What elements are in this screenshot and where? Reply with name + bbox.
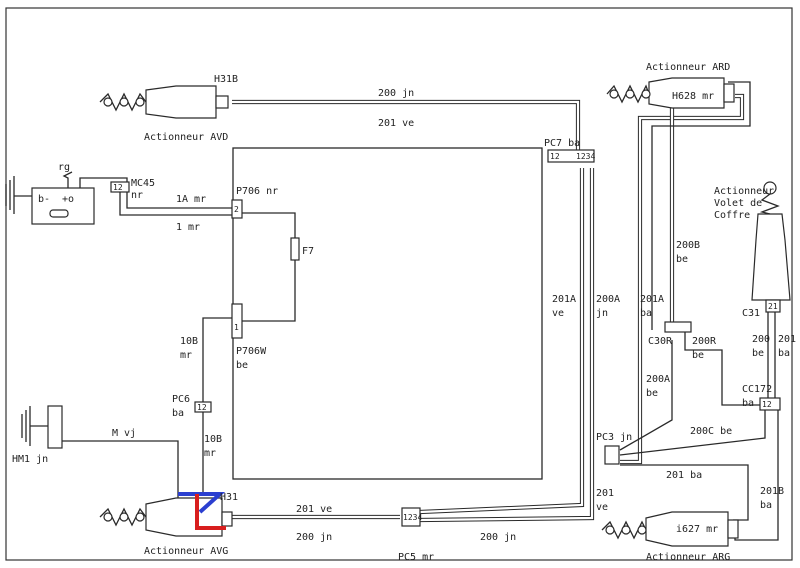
label-p706w-be: be [236,360,248,371]
label-pc5: PC5 mr [398,552,434,563]
label-mc45: MC45 [131,178,155,189]
pins-cc172: 12 [762,400,772,409]
label-10b-top: 10B [180,336,198,347]
pins-p706: 2 [234,205,239,214]
label-m-vj: M vj [112,428,136,439]
label-200b: 200B [676,240,700,251]
label-c30r: C30R [648,336,673,347]
label-h31b: H31B [214,74,238,85]
labels: H31B Actionneur AVD Actionneur ARD H628 … [12,62,796,563]
cable-runs [232,93,745,523]
label-200a-jn-color: jn [596,308,608,319]
label-actionneur-avd: Actionneur AVD [144,132,228,143]
fuse-f7 [290,237,300,261]
label-201a-ba-color: ba [640,308,652,319]
label-10b-bot-mr: mr [204,448,216,459]
actuator-arg [601,511,739,547]
label-200c: 200C be [690,426,732,437]
label-battery-plus: +o [62,194,74,205]
label-200r: 200R [692,336,717,347]
label-pc6: PC6 [172,394,190,405]
label-cc172-ba: ba [742,398,754,409]
pins-pc7-left: 12 [550,152,560,161]
label-rg: rg [58,162,70,173]
label-c31: C31 [742,308,760,319]
label-201-ba-color: ba [778,348,790,359]
label-200jn-bottom-right: 200 jn [480,532,516,543]
label-f7: F7 [302,246,314,257]
label-201a-ba: 201A [640,294,664,305]
connector-pc6 [194,401,212,413]
actuator-avd [99,85,229,119]
label-actionneur-volet-2: Volet de [714,198,762,209]
label-201-ve-right: 201 [596,488,614,499]
pins-pc6: 12 [197,403,207,412]
label-actionneur-arg: Actionneur ARG [646,552,730,563]
label-200a-jn: 200A [596,294,620,305]
actuator-volet-coffre [751,181,791,313]
label-201b: 201B [760,486,784,497]
label-h628: H628 mr [672,91,714,102]
label-201ve-bottom: 201 ve [296,504,332,515]
label-pc7: PC7 ba [544,138,580,149]
label-battery-minus: b- [38,194,50,205]
label-actionneur-avg: Actionneur AVG [144,546,228,557]
label-201-ve-right-color: ve [596,502,608,513]
connector-cc172 [759,397,781,411]
pins-c31: 21 [768,302,778,311]
label-200b-be: be [676,254,688,265]
label-1-mr: 1 mr [176,222,200,233]
connector-p706w [231,303,243,339]
label-201a-ve-color: ve [552,308,564,319]
label-201ve-top: 201 ve [378,118,414,129]
label-actionneur-volet-1: Actionneur [714,186,774,197]
label-10b-bot: 10B [204,434,222,445]
connector-pc3 [604,445,620,465]
label-actionneur-volet-3: Coffre [714,210,750,221]
pins-pc5: 1234 [403,513,422,522]
label-201-ba-mid: 201 ba [666,470,702,481]
single-wires [62,81,779,541]
label-200jn-top: 200 jn [378,88,414,99]
label-i627: i627 mr [676,524,718,535]
label-mc45-nr: nr [131,190,143,201]
connector-pc7 [547,149,595,163]
label-200jn-bottom-left: 200 jn [296,532,332,543]
pins-p706w: 1 [234,323,239,332]
actuator-ard [606,77,735,109]
label-1a-mr: 1A mr [176,194,206,205]
label-cc172: CC172 [742,384,772,395]
pins-mc45: 12 [113,183,123,192]
label-pc3: PC3 jn [596,432,632,443]
label-200a-be-color: be [646,388,658,399]
connectors [110,149,781,527]
connector-p706 [231,199,243,219]
label-actionneur-ard: Actionneur ARD [646,62,730,73]
label-201b-ba: ba [760,500,772,511]
battery [5,171,128,225]
label-p706w: P706W [236,346,267,357]
label-200a-be: 200A [646,374,670,385]
label-200-be-color: be [752,348,764,359]
connector-c30r [664,321,692,333]
label-201-ba: 201 [778,334,796,345]
label-201a-ve: 201A [552,294,576,305]
connector-pins: 12 12 12 1234 1234 12 21 1 2 [113,152,778,522]
label-10b-top-mr: mr [180,350,192,361]
harness-rectangle [232,147,543,480]
label-200-be: 200 [752,334,770,345]
label-h31: H31 [220,492,238,503]
ground-hm1 [21,405,63,449]
pins-pc7-right: 1234 [576,152,595,161]
highlight-overlay [178,492,226,530]
connector-mc45 [110,181,130,193]
label-hm1: HM1 jn [12,454,48,465]
label-p706: P706 nr [236,186,278,197]
connector-pc5 [401,507,421,527]
label-pc6-ba: ba [172,408,184,419]
label-200r-be: be [692,350,704,361]
page-frame [5,7,793,561]
